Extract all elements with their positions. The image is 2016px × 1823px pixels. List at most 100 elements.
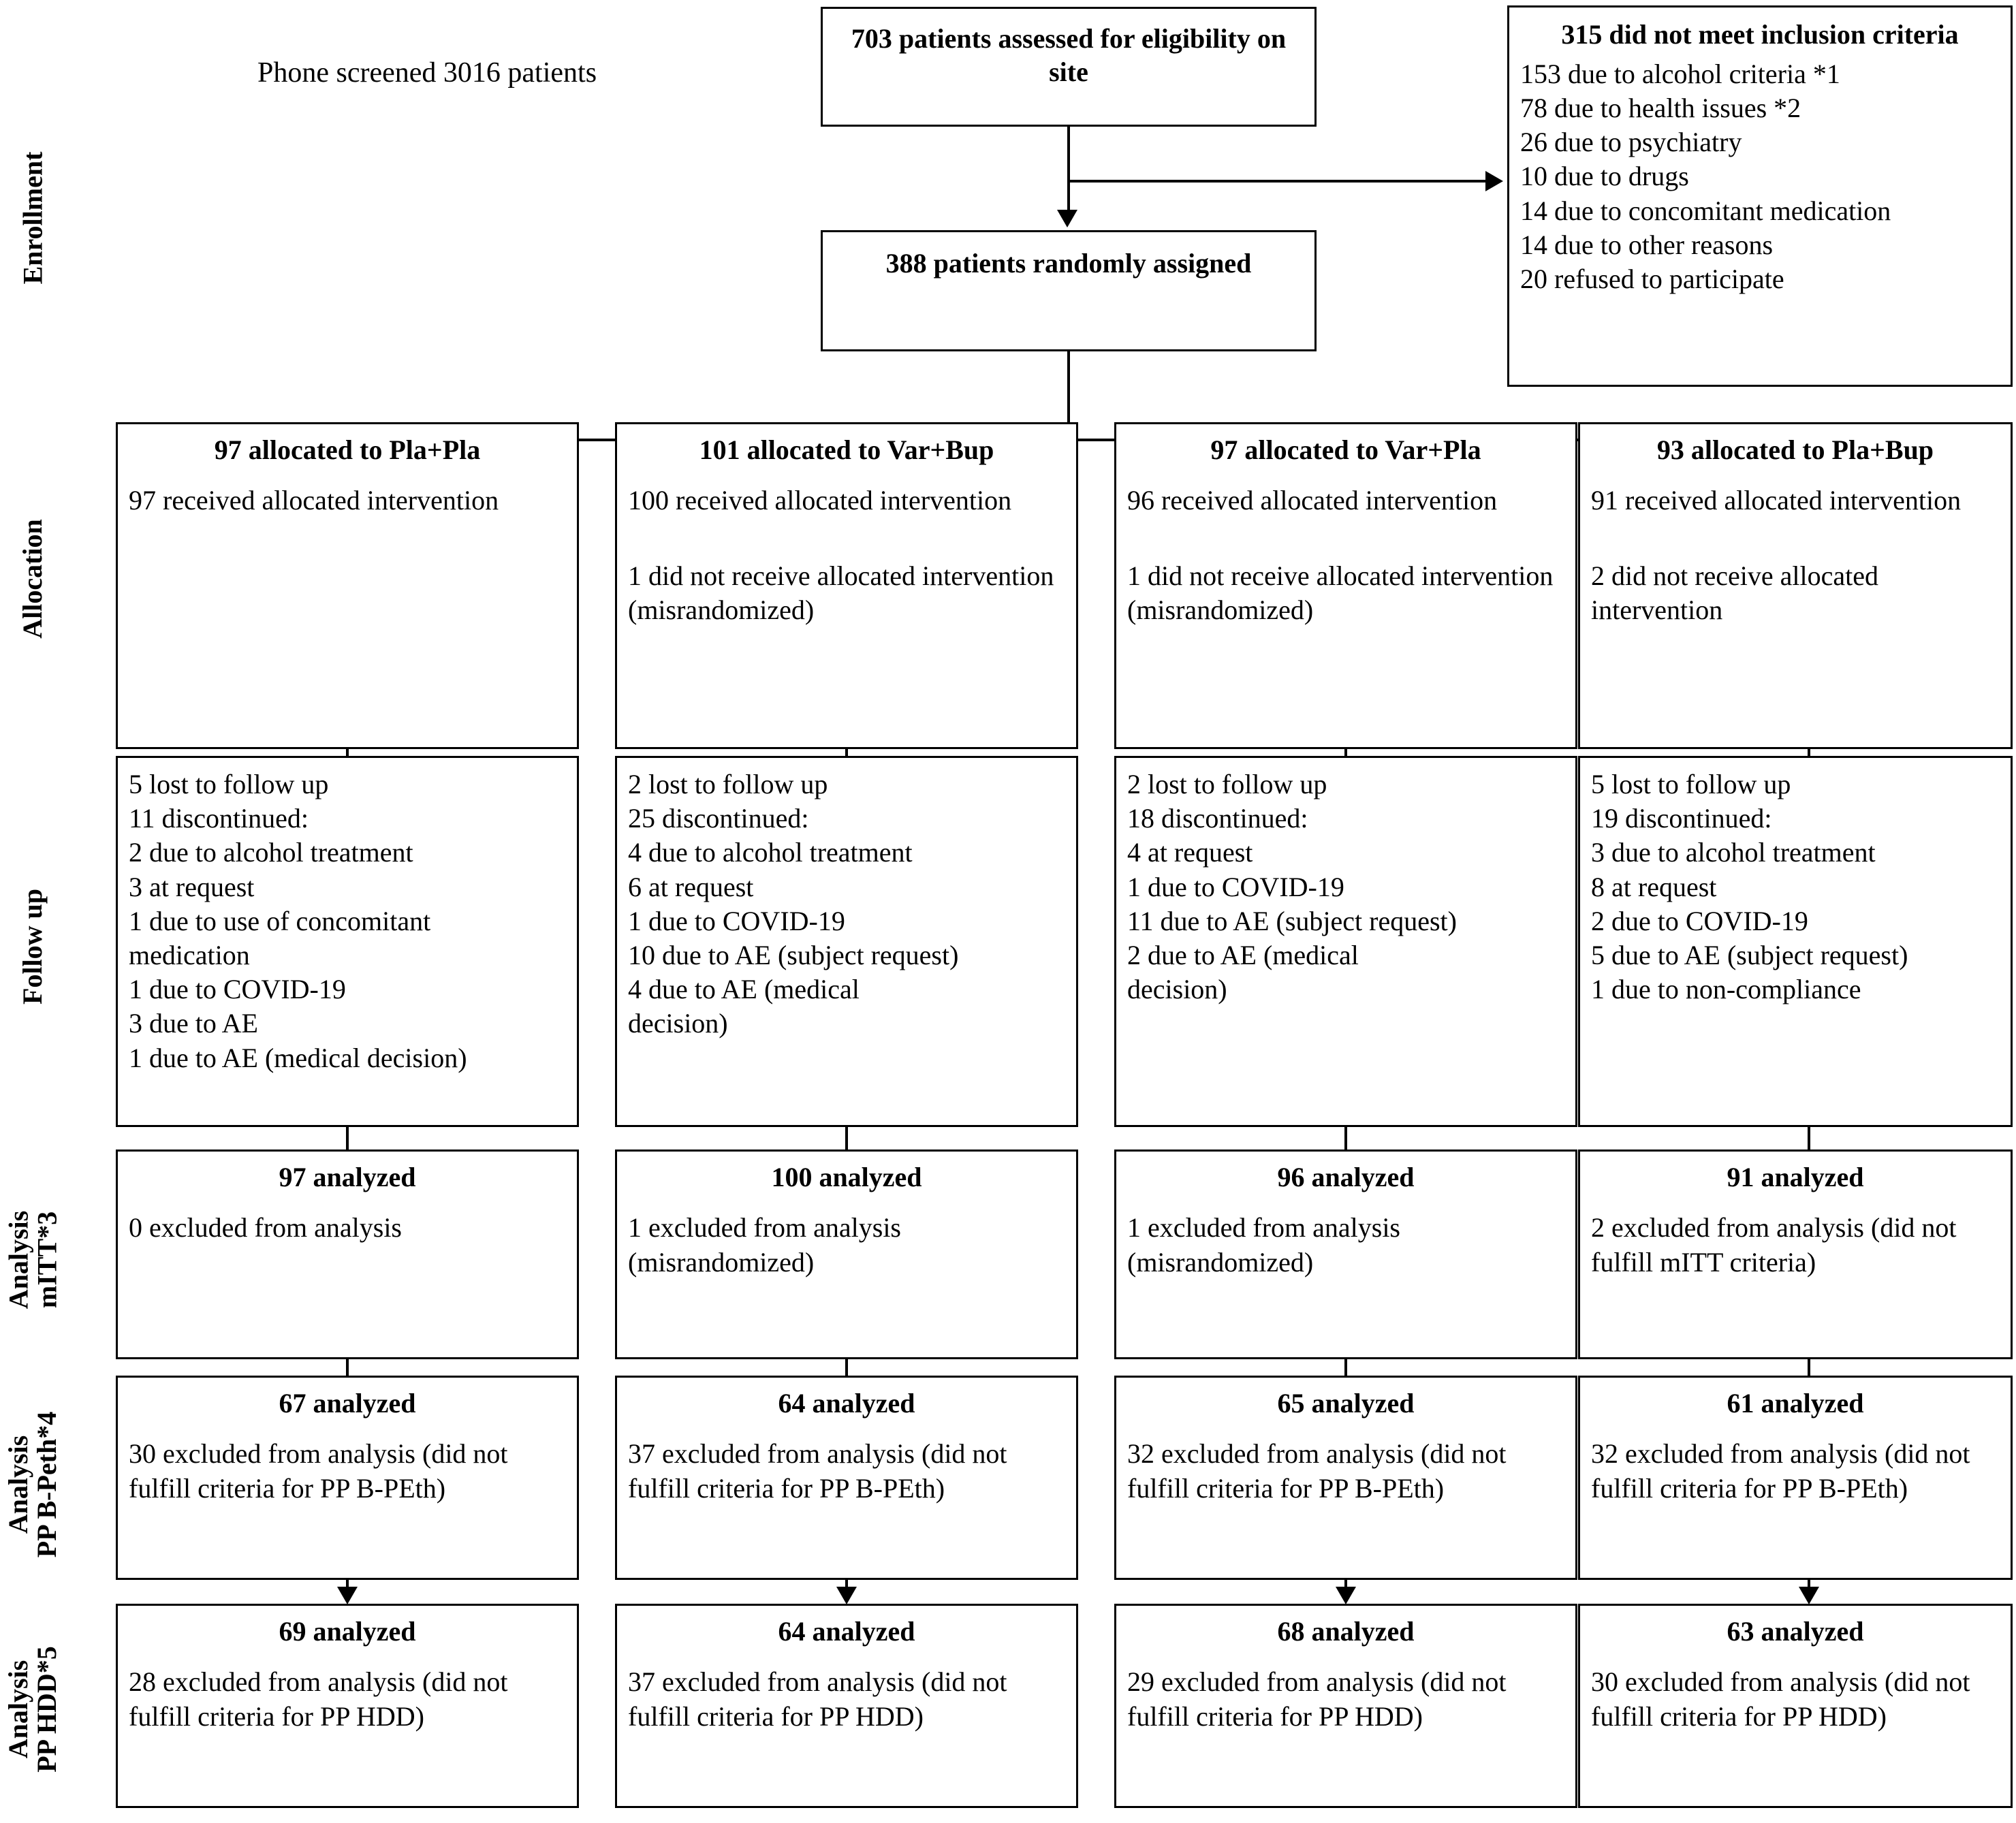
- mitt-box-pla-pla: 97 analyzed 0 excluded from analysis: [116, 1150, 579, 1359]
- mitt-excluded: 1 excluded from analysis (misrandomized): [628, 1211, 901, 1278]
- followup-line: medication: [129, 939, 250, 970]
- followup-line: 6 at request: [628, 871, 754, 902]
- pp-hdd-box-var-bup: 64 analyzed 37 excluded from analysis (d…: [615, 1604, 1078, 1808]
- assessed-for-eligibility-box: 703 patients assessed for eligibility on…: [821, 7, 1317, 127]
- exclusion-reason: 78 due to health issues *2: [1520, 92, 1801, 123]
- mitt-excluded: 0 excluded from analysis: [129, 1211, 402, 1243]
- exclusion-reason: 14 due to concomitant medication: [1520, 195, 1891, 226]
- allocation-box-var-pla: 97 allocated to Var+Pla 96 received allo…: [1114, 422, 1577, 749]
- mitt-box-var-pla: 96 analyzed 1 excluded from analysis (mi…: [1114, 1150, 1577, 1359]
- allocation-box-pla-pla: 97 allocated to Pla+Pla 97 received allo…: [116, 422, 579, 749]
- followup-line: 2 due to COVID-19: [1591, 905, 1808, 936]
- arrow-ppbpeth-to-pphdd-arm3: [1336, 1587, 1356, 1604]
- allocation-not-received: 1 did not receive allocated intervention…: [1127, 560, 1554, 626]
- allocation-title: 101 allocated to Var+Bup: [699, 434, 994, 465]
- pp-bpeth-excluded: 30 excluded from analysis (did not fulfi…: [129, 1438, 508, 1504]
- followup-lines: 2 lost to follow up 18 discontinued: 4 a…: [1127, 767, 1566, 1006]
- pp-hdd-excluded: 29 excluded from analysis (did not fulfi…: [1127, 1666, 1507, 1732]
- followup-line: 2 due to AE (medical: [1127, 939, 1359, 970]
- did-not-meet-inclusion-reasons: 153 due to alcohol criteria *1 78 due to…: [1520, 57, 2001, 296]
- pp-hdd-title: 64 analyzed: [778, 1616, 915, 1647]
- exclusion-reason: 14 due to other reasons: [1520, 229, 1774, 260]
- followup-line: 4 due to alcohol treatment: [628, 837, 913, 868]
- connector-ppbpeth-to-pphdd-arm3: [1344, 1580, 1347, 1588]
- followup-line: 11 discontinued:: [129, 803, 309, 834]
- followup-line: 19 discontinued:: [1591, 803, 1772, 834]
- connector-ppbpeth-to-pphdd-arm1: [346, 1580, 349, 1588]
- randomly-assigned-box: 388 patients randomly assigned: [821, 230, 1317, 351]
- followup-line: 2 due to alcohol treatment: [129, 837, 413, 868]
- connector-assessed-to-randomized: [1067, 127, 1070, 211]
- followup-line: 8 at request: [1591, 871, 1717, 902]
- assessed-for-eligibility-text: 703 patients assessed for eligibility on…: [851, 23, 1287, 87]
- pp-bpeth-excluded: 32 excluded from analysis (did not fulfi…: [1591, 1438, 1970, 1504]
- followup-line: 2 lost to follow up: [1127, 769, 1327, 799]
- followup-box-var-pla: 2 lost to follow up 18 discontinued: 4 a…: [1114, 756, 1577, 1127]
- pp-hdd-title: 63 analyzed: [1727, 1616, 1864, 1647]
- followup-line: 3 at request: [129, 871, 255, 902]
- arrow-assessed-to-randomized: [1057, 210, 1077, 227]
- connector-mitt-to-ppbpeth-arm1: [346, 1359, 349, 1376]
- connector-randomized-stem: [1067, 351, 1070, 439]
- followup-line: 1 due to AE (medical decision): [129, 1042, 467, 1073]
- allocation-title: 97 allocated to Var+Pla: [1210, 434, 1481, 465]
- followup-line: decision): [1127, 974, 1227, 1005]
- arrow-to-excluded: [1485, 171, 1503, 191]
- allocation-title: 93 allocated to Pla+Bup: [1656, 434, 1934, 465]
- phone-screened-caption: Phone screened 3016 patients: [257, 57, 597, 89]
- followup-line: 1 due to non-compliance: [1591, 974, 1861, 1005]
- pp-hdd-excluded: 30 excluded from analysis (did not fulfi…: [1591, 1666, 1970, 1732]
- followup-box-pla-bup: 5 lost to follow up 19 discontinued: 3 d…: [1578, 756, 2013, 1127]
- allocation-box-var-bup: 101 allocated to Var+Bup 100 received al…: [615, 422, 1078, 749]
- mitt-title: 97 analyzed: [279, 1162, 416, 1192]
- mitt-excluded: 1 excluded from analysis (misrandomized): [1127, 1211, 1400, 1278]
- followup-box-var-bup: 2 lost to follow up 25 discontinued: 4 d…: [615, 756, 1078, 1127]
- followup-line: 5 lost to follow up: [1591, 769, 1791, 799]
- allocation-box-pla-bup: 93 allocated to Pla+Bup 91 received allo…: [1578, 422, 2013, 749]
- followup-box-pla-pla: 5 lost to follow up 11 discontinued: 2 d…: [116, 756, 579, 1127]
- followup-lines: 5 lost to follow up 19 discontinued: 3 d…: [1591, 767, 2001, 1006]
- pp-bpeth-excluded: 32 excluded from analysis (did not fulfi…: [1127, 1438, 1507, 1504]
- connector-followup-to-mitt-arm3: [1344, 1127, 1347, 1150]
- mitt-title: 100 analyzed: [771, 1162, 922, 1192]
- followup-lines: 5 lost to follow up 11 discontinued: 2 d…: [129, 767, 567, 1075]
- connector-randomized-bus: [347, 439, 1877, 441]
- connector-followup-to-mitt-arm2: [845, 1127, 848, 1150]
- connector-mitt-to-ppbpeth-arm2: [845, 1359, 848, 1376]
- exclusion-reason: 10 due to drugs: [1520, 161, 1689, 192]
- arrow-ppbpeth-to-pphdd-arm2: [836, 1587, 857, 1604]
- exclusion-reason: 26 due to psychiatry: [1520, 127, 1742, 158]
- did-not-meet-inclusion-title: 315 did not meet inclusion criteria: [1561, 19, 1959, 50]
- followup-lines: 2 lost to follow up 25 discontinued: 4 d…: [628, 767, 1067, 1041]
- followup-line: 1 due to COVID-19: [628, 905, 845, 936]
- pp-bpeth-title: 67 analyzed: [279, 1388, 416, 1418]
- followup-line: 1 due to COVID-19: [1127, 871, 1344, 902]
- followup-line: 1 due to COVID-19: [129, 974, 346, 1005]
- mitt-excluded: 2 excluded from analysis (did not fulfil…: [1591, 1211, 1957, 1278]
- pp-bpeth-title: 64 analyzed: [778, 1388, 915, 1418]
- connector-to-excluded: [1067, 180, 1485, 183]
- followup-line: 3 due to AE: [129, 1008, 258, 1039]
- pp-bpeth-excluded: 37 excluded from analysis (did not fulfi…: [628, 1438, 1007, 1504]
- allocation-received: 97 received allocated intervention: [129, 484, 499, 516]
- pp-bpeth-box-pla-bup: 61 analyzed 32 excluded from analysis (d…: [1578, 1376, 2013, 1580]
- pp-hdd-excluded: 37 excluded from analysis (did not fulfi…: [628, 1666, 1007, 1732]
- allocation-title: 97 allocated to Pla+Pla: [214, 434, 481, 465]
- connector-ppbpeth-to-pphdd-arm2: [845, 1580, 848, 1588]
- followup-line: decision): [628, 1008, 728, 1039]
- allocation-received: 91 received allocated intervention: [1591, 484, 1962, 516]
- pp-hdd-excluded: 28 excluded from analysis (did not fulfi…: [129, 1666, 508, 1732]
- connector-alloc-to-followup-arm3: [1344, 749, 1347, 757]
- mitt-box-pla-bup: 91 analyzed 2 excluded from analysis (di…: [1578, 1150, 2013, 1359]
- stage-label-allocation: Allocation: [17, 519, 48, 639]
- pp-bpeth-title: 61 analyzed: [1727, 1388, 1864, 1418]
- pp-bpeth-box-var-bup: 64 analyzed 37 excluded from analysis (d…: [615, 1376, 1078, 1580]
- connector-alloc-to-followup-arm4: [1808, 749, 1810, 757]
- pp-hdd-title: 69 analyzed: [279, 1616, 416, 1647]
- arrow-ppbpeth-to-pphdd-arm4: [1799, 1587, 1819, 1604]
- followup-line: 25 discontinued:: [628, 803, 809, 834]
